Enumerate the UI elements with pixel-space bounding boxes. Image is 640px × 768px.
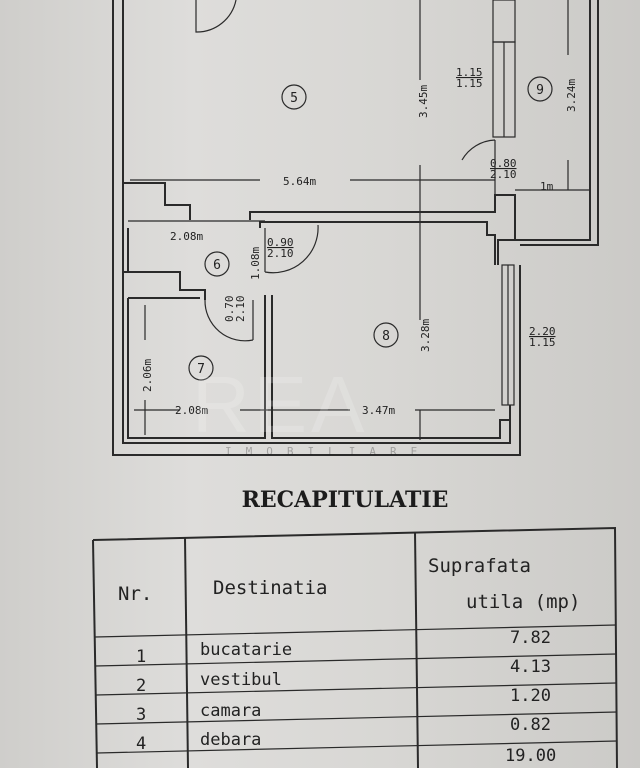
row-area: 0.82 xyxy=(510,715,551,735)
row-nr: 4 xyxy=(136,734,146,754)
door-room7-height: 2.10 xyxy=(234,296,247,323)
walls xyxy=(112,0,599,456)
room-6-label: 6 xyxy=(213,258,221,273)
window-top-height: 1.15 xyxy=(456,77,483,90)
room-9-label: 9 xyxy=(536,83,544,98)
table-row: 4 debara 0.82 xyxy=(136,715,551,754)
row-area: 1.20 xyxy=(510,686,551,706)
header-nr: Nr. xyxy=(118,583,152,605)
dim-room9-height: 3.24m xyxy=(565,79,578,112)
doors xyxy=(195,0,496,342)
dimension-lines xyxy=(128,0,590,440)
door-room8-width: 0.90 xyxy=(267,236,294,249)
header-area-line2: utila (mp) xyxy=(466,591,580,613)
row-nr: 3 xyxy=(136,705,146,725)
dim-room6-width: 2.08m xyxy=(170,230,203,243)
room-8-label: 8 xyxy=(382,329,390,344)
dim-room8-width: 3.47m xyxy=(362,404,395,417)
row-area: 7.82 xyxy=(510,628,551,648)
window-top-width: 1.15 xyxy=(456,66,483,79)
window-room8-width: 2.20 xyxy=(529,325,556,338)
watermark-sub: IMOBILIARE xyxy=(225,445,431,458)
watermark-logo: REA xyxy=(192,360,369,449)
window-room8-height: 1.15 xyxy=(529,336,556,349)
row-area: 4.13 xyxy=(510,657,551,677)
dim-room7-width: 2.08m xyxy=(175,404,208,417)
room-5-label: 5 xyxy=(290,91,298,106)
row-nr: 2 xyxy=(136,676,146,696)
dim-room5-width: 5.64m xyxy=(283,175,316,188)
door-room9-width: 0.80 xyxy=(490,157,517,170)
door-room9-height: 2.10 xyxy=(490,168,517,181)
room-labels: 5 6 7 8 9 xyxy=(188,76,553,381)
dim-room7-height: 2.06m xyxy=(141,359,154,392)
door-room8-height: 2.10 xyxy=(267,247,294,260)
dim-room6-height: 1.08m xyxy=(249,247,262,280)
dim-room8-height: 3.28m xyxy=(419,319,432,352)
dim-room9-width: 1m xyxy=(540,180,554,193)
row-area: 19.00 xyxy=(505,746,556,766)
summary-table: Nr. Destinatia Suprafata utila (mp) 1 bu… xyxy=(92,526,618,768)
room-7-label: 7 xyxy=(197,362,205,377)
dim-room5-height: 3.45m xyxy=(417,85,430,118)
table-row: 1 bucatarie 7.82 xyxy=(136,628,551,667)
door-room7-width: 0.70 xyxy=(223,296,236,323)
row-destination: bucatarie xyxy=(200,640,292,660)
dimension-labels: 3.45m 5.64m 3.24m 1m 2.08m 1.08m 2.06m 2… xyxy=(141,66,578,417)
row-nr: 1 xyxy=(136,647,146,667)
row-destination: debara xyxy=(200,730,261,750)
header-area-line1: Suprafata xyxy=(428,555,531,577)
table-row: 3 camara 1.20 xyxy=(136,686,551,725)
table-row: 2 vestibul 4.13 xyxy=(136,657,551,696)
summary-title: RECAPITULATIE xyxy=(242,487,449,513)
row-destination: vestibul xyxy=(200,670,282,690)
table-row: 19.00 xyxy=(505,746,556,766)
header-destination: Destinatia xyxy=(213,577,327,599)
row-destination: camara xyxy=(200,701,261,721)
